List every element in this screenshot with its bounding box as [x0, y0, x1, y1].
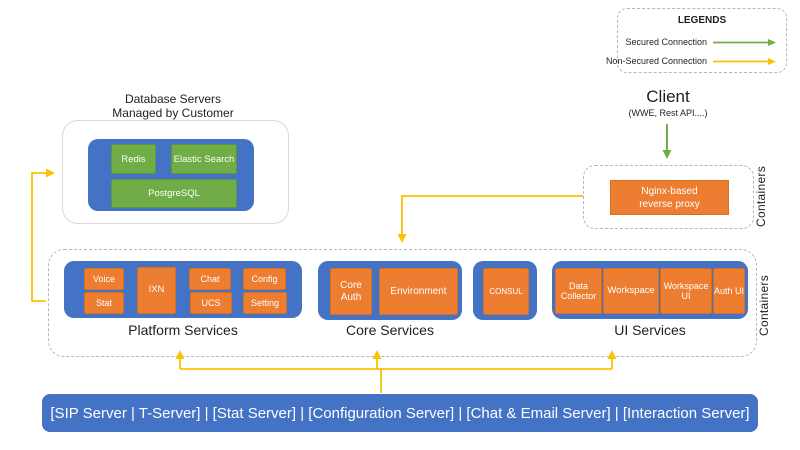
platform-services-label: Platform Services — [128, 322, 238, 338]
proxy-container: Nginx-based reverse proxy — [583, 165, 754, 229]
service-data-collector: Data Collector — [555, 268, 602, 314]
legend-row-secured: Secured Connection — [625, 37, 777, 47]
legend-row-nonsecured: Non-Secured Connection — [606, 56, 777, 66]
containers-label-top: Containers — [754, 165, 768, 227]
database-outer-box: Redis Elastic Search PostgreSQL — [62, 120, 289, 224]
database-group: Redis Elastic Search PostgreSQL — [88, 139, 254, 211]
platform-services-group: Voice Stat IXN Chat UCS Config Setting — [64, 261, 302, 318]
service-ucs: UCS — [190, 292, 232, 314]
service-elastic-search: Elastic Search — [171, 144, 237, 174]
service-postgresql: PostgreSQL — [111, 179, 237, 208]
service-auth-ui: Auth UI — [713, 268, 745, 314]
core-services-label: Core Services — [346, 322, 434, 338]
service-workspace-ui: Workspace UI — [660, 268, 712, 314]
client-subtitle: (WWE, Rest API....) — [628, 108, 708, 118]
service-environment: Environment — [379, 268, 458, 315]
consul-group: CONSUL — [473, 261, 537, 320]
ui-services-group: Data Collector Workspace Workspace UI Au… — [552, 261, 748, 319]
client-title: Client — [646, 87, 690, 106]
service-stat: Stat — [84, 292, 124, 314]
ui-services-label: UI Services — [614, 322, 686, 338]
service-config: Config — [243, 268, 286, 290]
legacy-servers-bar: [SIP Server | T-Server] | [Stat Server] … — [42, 394, 758, 432]
legend-nonsecured-label: Non-Secured Connection — [605, 56, 707, 66]
service-nginx-proxy: Nginx-based reverse proxy — [610, 180, 729, 215]
service-setting: Setting — [243, 292, 287, 314]
services-container — [48, 249, 757, 357]
nonsecured-arrow-icon — [713, 57, 776, 65]
legend-title: LEGENDS — [677, 15, 727, 26]
containers-label-bottom: Containers — [757, 274, 771, 336]
service-redis: Redis — [111, 144, 156, 174]
service-ixn: IXN — [137, 267, 176, 314]
core-services-group: Core Auth Environment — [318, 261, 462, 320]
service-voice: Voice — [84, 268, 124, 290]
service-consul: CONSUL — [483, 268, 529, 315]
service-core-auth: Core Auth — [330, 268, 372, 315]
service-workspace: Workspace — [603, 268, 659, 314]
database-title: Database Servers Managed by Customer — [112, 92, 234, 120]
secured-arrow-icon — [713, 38, 776, 46]
legend-secured-label: Secured Connection — [625, 37, 707, 47]
arrow-proxy-to-services — [397, 195, 583, 243]
client-node: Client (WWE, Rest API....) — [598, 87, 738, 118]
service-chat: Chat — [189, 268, 231, 290]
legend-box: LEGENDS Secured Connection Non-Secured C… — [606, 8, 787, 73]
